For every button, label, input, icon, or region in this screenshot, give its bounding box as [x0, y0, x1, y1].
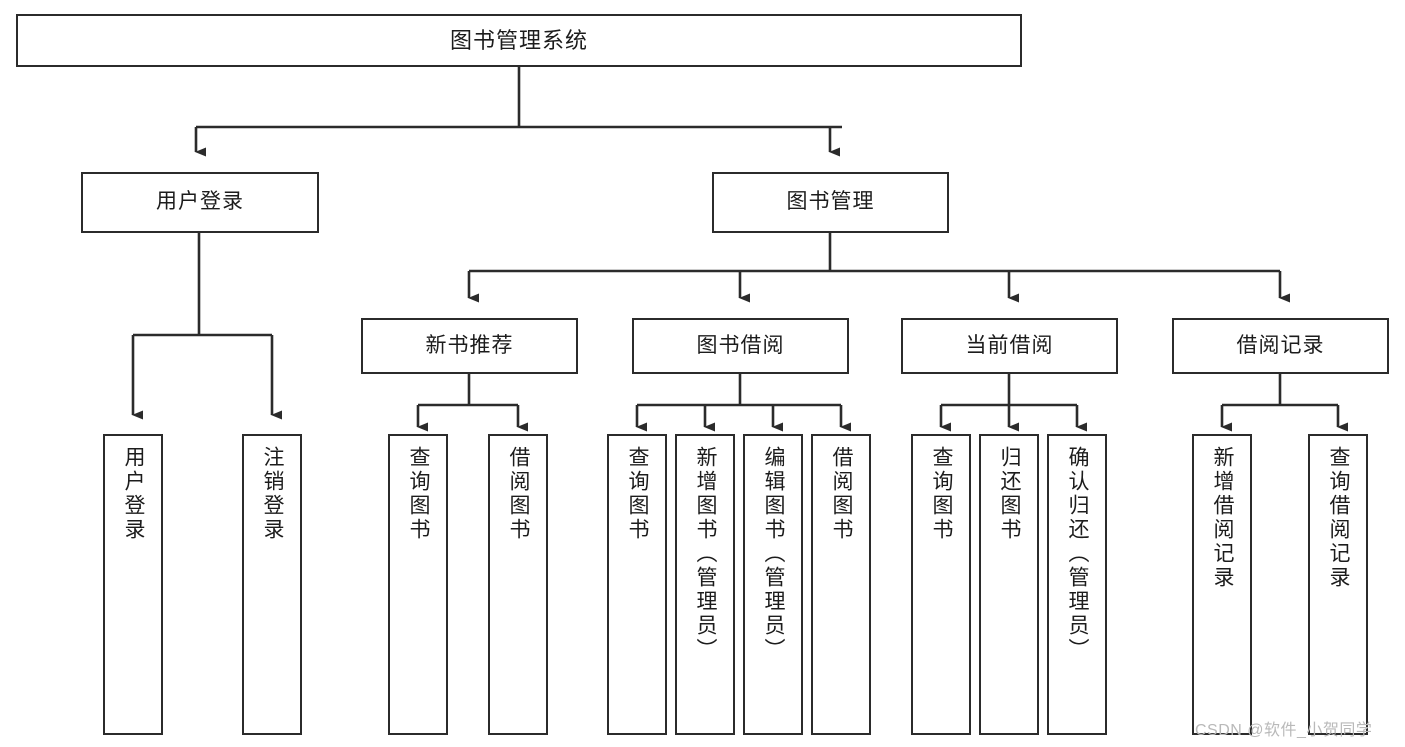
- leaf-borrow-book-1[interactable]: 借阅图书: [488, 434, 548, 735]
- leaf-query-book-3-label: 查询图书: [930, 446, 954, 542]
- leaf-add-record-label: 新增借阅记录: [1211, 446, 1235, 590]
- leaf-user-login-label: 用户登录: [122, 446, 146, 542]
- leaf-query-book-2-label: 查询图书: [626, 446, 650, 542]
- leaf-query-book-1-label: 查询图书: [407, 446, 431, 542]
- node-current-borrow-label: 当前借阅: [965, 333, 1054, 357]
- leaf-add-record[interactable]: 新增借阅记录: [1192, 434, 1252, 735]
- leaf-logout[interactable]: 注销登录: [242, 434, 302, 735]
- leaf-logout-label: 注销登录: [261, 446, 285, 542]
- node-borrow-record-label: 借阅记录: [1236, 333, 1325, 357]
- leaf-edit-book-label: 编辑图书（管理员）: [762, 446, 786, 662]
- leaf-query-book-1[interactable]: 查询图书: [388, 434, 448, 735]
- node-new-book-recommend-label: 新书推荐: [425, 333, 514, 357]
- leaf-query-record[interactable]: 查询借阅记录: [1308, 434, 1368, 735]
- leaf-borrow-book-2[interactable]: 借阅图书: [811, 434, 871, 735]
- node-book-borrow[interactable]: 图书借阅: [632, 318, 849, 374]
- leaf-borrow-book-2-label: 借阅图书: [830, 446, 854, 542]
- leaf-query-record-label: 查询借阅记录: [1327, 446, 1351, 590]
- leaf-edit-book[interactable]: 编辑图书（管理员）: [743, 434, 803, 735]
- node-root[interactable]: 图书管理系统: [16, 14, 1022, 67]
- node-new-book-recommend[interactable]: 新书推荐: [361, 318, 578, 374]
- node-book-borrow-label: 图书借阅: [696, 333, 785, 357]
- csdn-watermark: CSDN @软件_小贺同学: [1195, 722, 1373, 739]
- node-book-manage[interactable]: 图书管理: [712, 172, 949, 233]
- node-borrow-record[interactable]: 借阅记录: [1172, 318, 1389, 374]
- node-user-login-label: 用户登录: [156, 190, 244, 214]
- leaf-query-book-2[interactable]: 查询图书: [607, 434, 667, 735]
- node-root-label: 图书管理系统: [449, 27, 588, 53]
- leaf-user-login[interactable]: 用户登录: [103, 434, 163, 735]
- leaf-confirm-return[interactable]: 确认归还（管理员）: [1047, 434, 1107, 735]
- node-current-borrow[interactable]: 当前借阅: [901, 318, 1118, 374]
- node-user-login[interactable]: 用户登录: [81, 172, 319, 233]
- leaf-return-book-label: 归还图书: [998, 446, 1022, 542]
- leaf-confirm-return-label: 确认归还（管理员）: [1066, 446, 1090, 662]
- leaf-borrow-book-1-label: 借阅图书: [507, 446, 531, 542]
- node-book-manage-label: 图书管理: [786, 190, 875, 214]
- leaf-query-book-3[interactable]: 查询图书: [911, 434, 971, 735]
- leaf-return-book[interactable]: 归还图书: [979, 434, 1039, 735]
- leaf-add-book-label: 新增图书（管理员）: [694, 446, 718, 662]
- leaf-add-book[interactable]: 新增图书（管理员）: [675, 434, 735, 735]
